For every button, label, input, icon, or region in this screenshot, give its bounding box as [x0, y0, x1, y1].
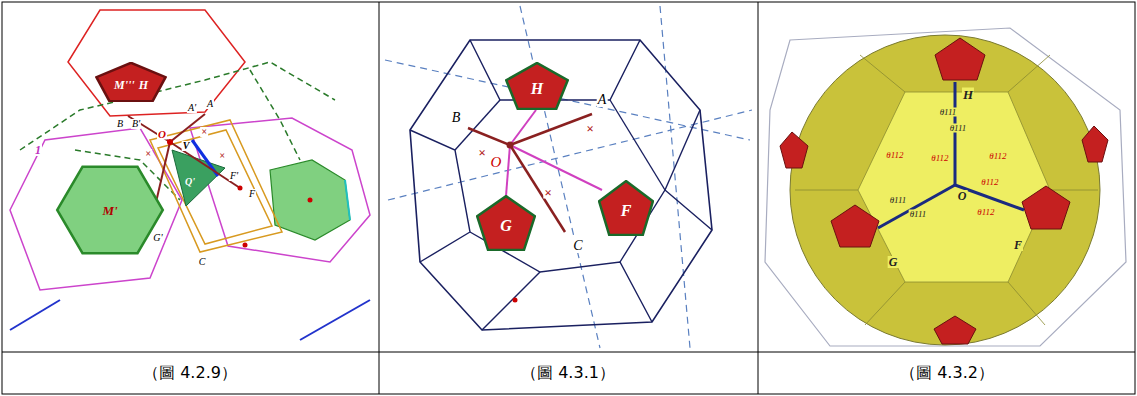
point-label: θ112: [988, 152, 1007, 161]
point-label: C: [572, 239, 583, 253]
point-label: O: [490, 155, 503, 170]
panel-2-figure: [385, 6, 752, 348]
pentagon-face: G: [476, 195, 536, 251]
point-label: O: [157, 129, 167, 140]
panel-1-figure: [10, 10, 370, 340]
point-label: θ112: [930, 154, 949, 163]
point-label: G: [888, 256, 899, 268]
point-label: θ111: [909, 210, 928, 219]
point-label: θ111: [949, 124, 968, 133]
point-label: F: [1013, 239, 1023, 251]
point-label: F': [229, 171, 239, 181]
point-label: ×: [144, 149, 152, 159]
figure-caption: （圖 4.2.9）: [142, 365, 238, 381]
point-label: H: [962, 88, 974, 101]
point-label: ×: [543, 186, 552, 199]
face-label: H: [139, 79, 148, 91]
point-label: B: [451, 111, 462, 125]
point-label: ×: [477, 146, 486, 159]
figure-caption: （圖 4.3.2）: [899, 365, 995, 381]
point-label: F: [248, 189, 256, 199]
face-label: H: [531, 81, 543, 97]
point-label: ×: [585, 122, 594, 135]
panel-3-figure: [765, 28, 1126, 346]
face-label: F: [621, 203, 632, 219]
pentagon-face: H: [505, 62, 569, 110]
point-label: ×: [200, 127, 208, 137]
point-label: θ111: [939, 108, 958, 117]
hexagon-face: M': [55, 165, 165, 255]
point-label: O: [957, 190, 968, 202]
pentagon-face: M''' H: [95, 62, 167, 102]
table-line: [379, 2, 380, 394]
point-label: G': [152, 233, 163, 243]
point-label: A: [206, 99, 214, 109]
point-label: θ112: [980, 178, 999, 187]
table-line: [2, 352, 1135, 353]
table-line: [758, 2, 759, 394]
point-label: C: [198, 257, 207, 267]
point-label: A: [597, 93, 608, 107]
pentagon-face: F: [598, 180, 654, 236]
point-label: B: [116, 119, 124, 129]
face-label: M''': [114, 79, 135, 91]
face-label: M': [102, 204, 117, 217]
point-label: 1: [34, 144, 42, 156]
point-label: ×: [218, 151, 226, 161]
face-label: G: [500, 218, 512, 234]
point-label: Q': [184, 177, 196, 187]
point-label: A': [187, 103, 197, 113]
point-label: θ112: [885, 151, 904, 160]
point-label: θ112: [976, 208, 995, 217]
point-label: V: [182, 141, 191, 151]
figure-caption: （圖 4.3.1）: [520, 365, 616, 381]
point-label: θ111: [889, 196, 908, 205]
point-label: B': [131, 119, 141, 129]
